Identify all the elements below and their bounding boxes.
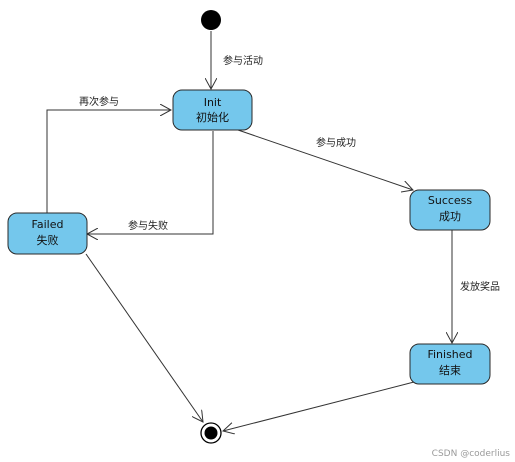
edge-label-success-to-finished: 发放奖品	[460, 280, 500, 293]
state-init-title: Init	[204, 96, 222, 109]
edge-failed-to-final	[85, 253, 203, 422]
edge-label-init-to-success: 参与成功	[316, 136, 356, 149]
state-init: Init 初始化	[172, 89, 253, 131]
state-finished-subtitle: 结束	[439, 364, 461, 377]
watermark: CSDN @coderlius	[432, 449, 511, 459]
edge-failed-to-init	[46, 110, 171, 213]
state-failed-title: Failed	[32, 218, 64, 231]
state-finished: Finished 结束	[409, 343, 491, 385]
edge-label-failed-to-init: 再次参与	[79, 95, 119, 108]
state-failed: Failed 失败	[7, 212, 88, 255]
state-init-subtitle: 初始化	[196, 110, 229, 124]
final-state	[200, 422, 222, 444]
edge-finished-to-final	[223, 381, 415, 431]
state-success-subtitle: 成功	[439, 210, 461, 223]
edge-label-start-to-init: 参与活动	[223, 54, 263, 67]
initial-state	[201, 10, 221, 30]
state-finished-title: Finished	[427, 348, 472, 361]
edge-init-to-success	[237, 129, 413, 190]
state-success-title: Success	[428, 194, 473, 207]
state-failed-subtitle: 失败	[37, 233, 59, 247]
state-success: Success 成功	[409, 189, 491, 231]
edge-init-to-failed	[87, 131, 214, 234]
edge-label-init-to-failed: 参与失败	[128, 219, 168, 232]
